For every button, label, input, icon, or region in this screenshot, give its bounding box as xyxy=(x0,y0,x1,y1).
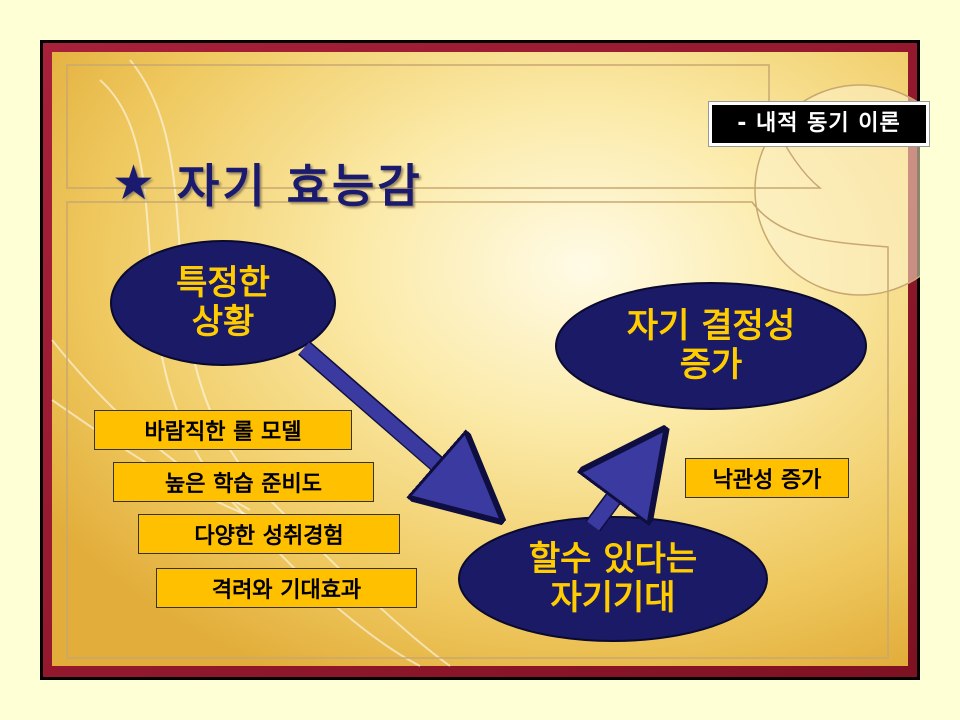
slide-background xyxy=(40,40,920,680)
situation-node: 특정한 상황 xyxy=(111,241,335,365)
outcome-label: 낙관성 증가 xyxy=(685,458,849,498)
arrow-situation-to-expectation xyxy=(299,342,470,493)
situation-line2: 상황 xyxy=(191,302,255,342)
factor-label: 격려와 기대효과 xyxy=(156,568,417,608)
slide: - 내적 동기 이론 ★ 자기 효능감 특정한 상황 자기 결정성 증가 할수 … xyxy=(40,40,930,680)
self-determination-line2: 증가 xyxy=(679,345,743,385)
self-determination-node: 자기 결정성 증가 xyxy=(556,283,866,409)
arrow-expectation-to-determination xyxy=(593,463,640,531)
subtitle-tag: - 내적 동기 이론 xyxy=(708,101,930,147)
expectation-node: 할수 있다는 자기기대 xyxy=(459,517,767,641)
situation-line1: 특정한 xyxy=(176,262,270,303)
expectation-line2: 자기기대 xyxy=(550,578,676,618)
content-box xyxy=(66,201,889,659)
star-icon: ★ xyxy=(112,155,156,211)
self-determination-oval xyxy=(555,282,867,410)
page-title: ★ 자기 효능감 xyxy=(112,148,423,218)
self-determination-line1: 자기 결정성 xyxy=(626,305,796,346)
factor-label: 다양한 성취경험 xyxy=(138,514,400,554)
factor-label: 높은 학습 준비도 xyxy=(113,462,374,502)
expectation-line1: 할수 있다는 xyxy=(528,538,698,579)
situation-oval xyxy=(110,240,336,366)
title-text: 자기 효능감 xyxy=(177,159,423,213)
factor-label: 바람직한 롤 모델 xyxy=(94,410,352,450)
